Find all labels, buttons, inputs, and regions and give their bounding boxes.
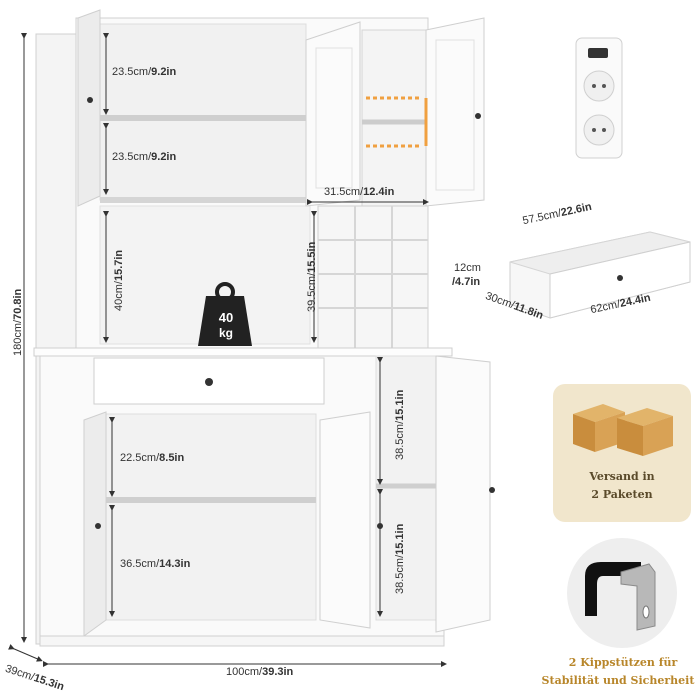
upper-left-door <box>77 9 101 207</box>
bracket-caption-1: 2 Kippstützen für <box>568 656 678 669</box>
weight-value: 40 <box>218 310 234 325</box>
shipping-line-1: Versand in <box>589 470 655 483</box>
upper-right-door <box>425 17 485 207</box>
bracket-caption-2: Stabilität und Sicherheit <box>541 674 695 687</box>
lower-right-2-label: 38.5cm/15.1in <box>394 523 406 594</box>
lower-left-1-label: 22.5cm/8.5in <box>120 452 185 464</box>
mid-width-label: 31.5cm/12.4in <box>324 186 395 198</box>
drawer-height-in-label: /4.7in <box>452 276 481 288</box>
drawer-height-cm-label: 12cm <box>454 262 481 274</box>
socket-icon <box>575 37 623 159</box>
lower-right-1-label: 38.5cm/15.1in <box>394 389 406 460</box>
total-height-label: 180cm/70.8in <box>12 288 24 356</box>
weight-unit: kg <box>218 326 233 340</box>
shelf-upper-2-label: 23.5cm/9.2in <box>112 151 177 163</box>
width-label: 100cm/39.3in <box>226 666 294 678</box>
bracket-icon <box>585 562 656 631</box>
bracket-badge <box>567 538 677 648</box>
boxes-icon <box>573 404 673 456</box>
lower-mid-door <box>319 411 371 629</box>
open-height-label: 40cm/15.7in <box>113 249 125 311</box>
shelf-upper-1-label: 23.5cm/9.2in <box>112 66 177 78</box>
lower-right-door <box>435 355 491 633</box>
shipping-line-2: 2 Paketen <box>591 488 653 501</box>
shipping-badge: Versand in 2 Paketen <box>553 384 691 522</box>
lower-left-door <box>83 411 107 637</box>
cubby-height-label: 39.5cm/15.5in <box>306 241 318 312</box>
weight-icon <box>198 296 252 346</box>
drawer-illustration <box>509 231 691 319</box>
lower-left-2-label: 36.5cm/14.3in <box>120 558 191 570</box>
